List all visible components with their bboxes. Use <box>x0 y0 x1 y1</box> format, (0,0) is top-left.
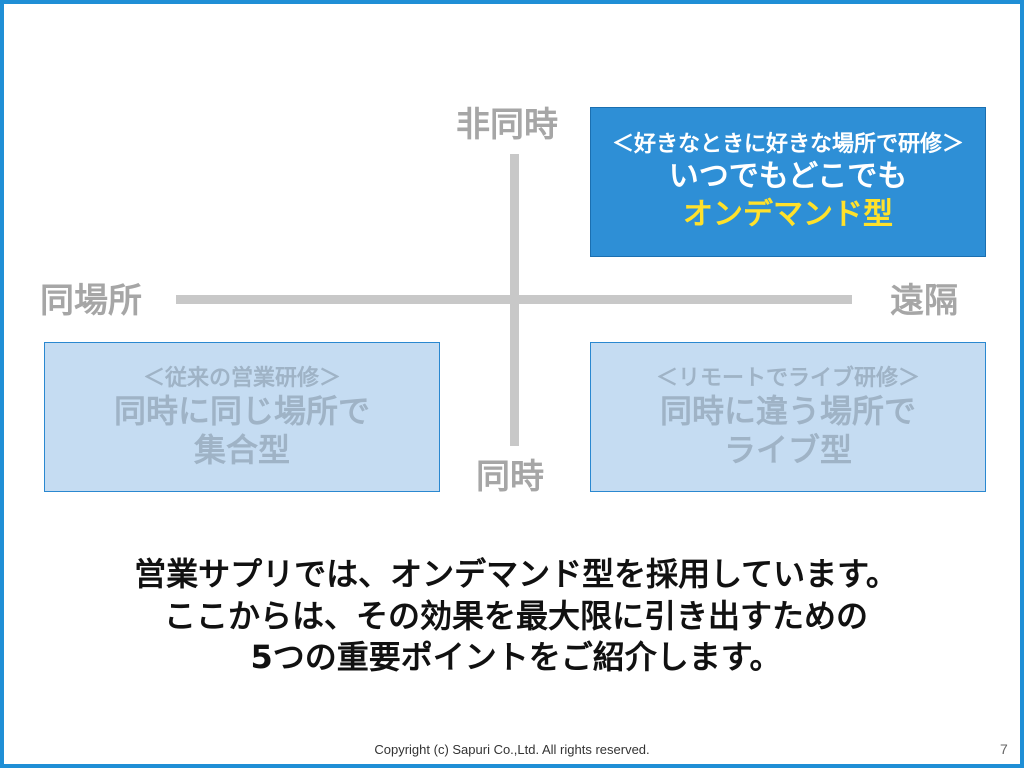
quadrant-on-demand-type: オンデマンド型 <box>683 196 893 232</box>
quadrant-live-heading: ＜リモートでライブ研修＞ <box>655 365 920 391</box>
quadrant-live: ＜リモートでライブ研修＞ 同時に違う場所で ライブ型 <box>590 342 986 492</box>
vertical-axis-line <box>510 154 519 446</box>
copyright-footer: Copyright (c) Sapuri Co.,Ltd. All rights… <box>374 742 650 757</box>
summary-message: 営業サプリでは、オンデマンド型を採用しています。 ここからは、その効果を最大限に… <box>64 554 968 679</box>
quadrant-in-person: ＜従来の営業研修＞ 同時に同じ場所で 集合型 <box>44 342 440 492</box>
quadrant-on-demand-line1: いつでもどこでも <box>668 159 908 195</box>
summary-message-line2: ここからは、その効果を最大限に引き出すための <box>163 596 868 635</box>
axis-label-asynchronous: 非同時 <box>456 105 558 145</box>
axis-label-same-place: 同場所 <box>40 281 142 321</box>
quadrant-on-demand-heading: ＜好きなときに好きな場所で研修＞ <box>611 131 964 157</box>
axis-label-synchronous: 同時 <box>476 457 544 497</box>
quadrant-in-person-heading: ＜従来の営業研修＞ <box>142 365 341 391</box>
quadrant-live-line1: 同時に違う場所で <box>659 392 916 431</box>
quadrant-on-demand: ＜好きなときに好きな場所で研修＞ いつでもどこでも オンデマンド型 <box>590 107 986 257</box>
axis-label-remote: 遠隔 <box>890 281 958 321</box>
quadrant-live-type: ライブ型 <box>723 430 852 469</box>
summary-message-line1: 営業サプリでは、オンデマンド型を採用しています。 <box>134 555 898 593</box>
quadrant-in-person-type: 集合型 <box>193 430 290 469</box>
summary-message-line3: 5つの重要ポイントをご紹介します。 <box>250 638 782 677</box>
quadrant-in-person-line1: 同時に同じ場所で <box>113 392 370 431</box>
page-number: 7 <box>1000 741 1008 757</box>
